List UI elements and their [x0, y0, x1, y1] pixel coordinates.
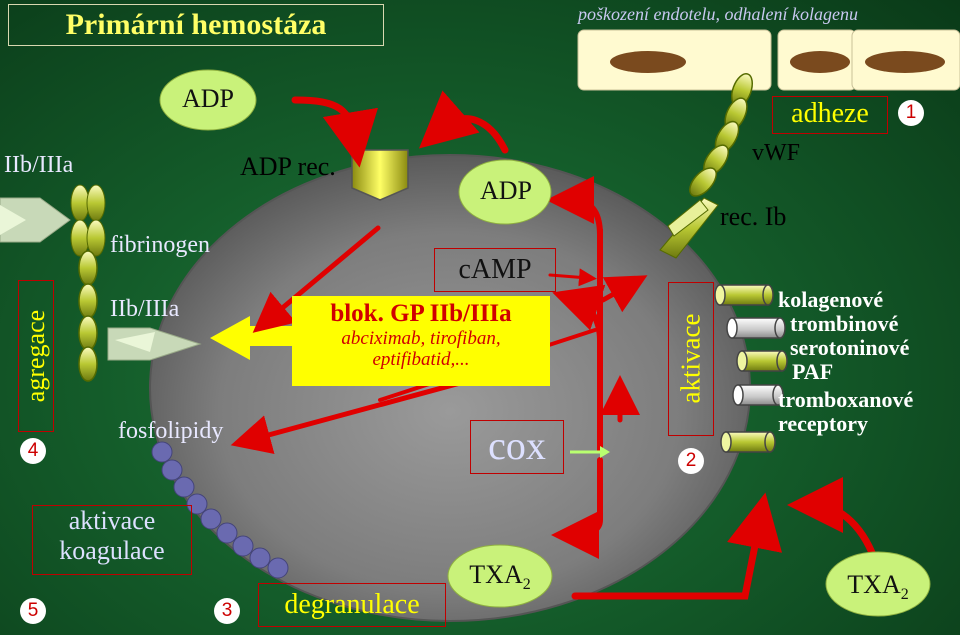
camp-label: cAMP [458, 254, 532, 285]
receptor-kolagenove: kolagenové [778, 287, 884, 312]
vwf-chain [689, 72, 754, 197]
txa2-cell-label: TXA2 [469, 560, 531, 594]
receptor-trombinove: trombinové [790, 311, 899, 336]
aktivace-vert-label: aktivace [675, 313, 706, 404]
label-ovals [159, 69, 931, 617]
receptor-serotoninove: serotoninové [790, 335, 910, 360]
fibrinogen-chain [78, 250, 98, 382]
top-caption: poškození endotelu, odhalení kolagenu [578, 4, 858, 24]
adp-cell-label: ADP [479, 176, 532, 205]
number-4: 4 [20, 438, 46, 464]
blok-line1: abciximab, tirofiban, [341, 328, 501, 349]
page-title: Primární hemostáza [8, 4, 384, 46]
cox-box: cox [470, 420, 564, 474]
degranulace-box: degranulace [258, 583, 446, 627]
txa2-right-label: TXA2 [847, 570, 909, 604]
iib-iiia-receptor-mid [107, 327, 202, 361]
blok-line2: eptifibatid,... [372, 349, 470, 370]
receptor-list: kolagenové trombinové serotoninové PAF t… [778, 288, 913, 436]
aktivace-koagulace-line1: aktivace [68, 506, 156, 535]
rec-ib-label: rec. Ib [720, 202, 787, 231]
agregace-box: agregace [18, 280, 54, 432]
camp-box: cAMP [434, 248, 556, 292]
aktivace-koagulace-box: aktivace koagulace [32, 505, 192, 575]
adp-rec-label: ADP rec. [240, 152, 336, 181]
receptor-receptory: receptory [778, 411, 868, 436]
number-3: 3 [214, 598, 240, 624]
aktivace-koagulace-line2: koagulace [59, 536, 165, 565]
agregace-label: agregace [21, 309, 50, 403]
degranulace-label: degranulace [284, 589, 420, 620]
number-5: 5 [20, 598, 46, 624]
rec-ib-receptor [659, 197, 719, 259]
fosfolipidy-label: fosfolipidy [118, 418, 224, 444]
blok-gp-box: blok. GP IIb/IIIa abciximab, tirofiban, … [292, 296, 550, 386]
number-1: 1 [898, 100, 924, 126]
iib-iiia-receptor-top [0, 184, 106, 257]
adp-top-label: ADP [181, 84, 234, 113]
receptor-paf: PAF [792, 359, 834, 384]
phospholipid-beads [151, 441, 289, 579]
right-receptors [714, 284, 788, 453]
receptor-tromboxanove: tromboxanové [778, 387, 914, 412]
vwf-label: vWF [752, 140, 800, 166]
iib-iiia-top-label: IIb/IIIa [4, 152, 74, 178]
cox-label: cox [488, 423, 546, 468]
adheze-box: adheze [772, 96, 888, 134]
iib-iiia-mid-label: IIb/IIIa [110, 296, 180, 322]
adheze-label: adheze [791, 98, 869, 129]
aktivace-vert-box: aktivace [668, 282, 714, 436]
fibrinogen-label: fibrinogen [110, 232, 210, 258]
endothelium [577, 29, 960, 91]
number-2: 2 [678, 448, 704, 474]
blok-heading: blok. GP IIb/IIIa [330, 300, 512, 327]
